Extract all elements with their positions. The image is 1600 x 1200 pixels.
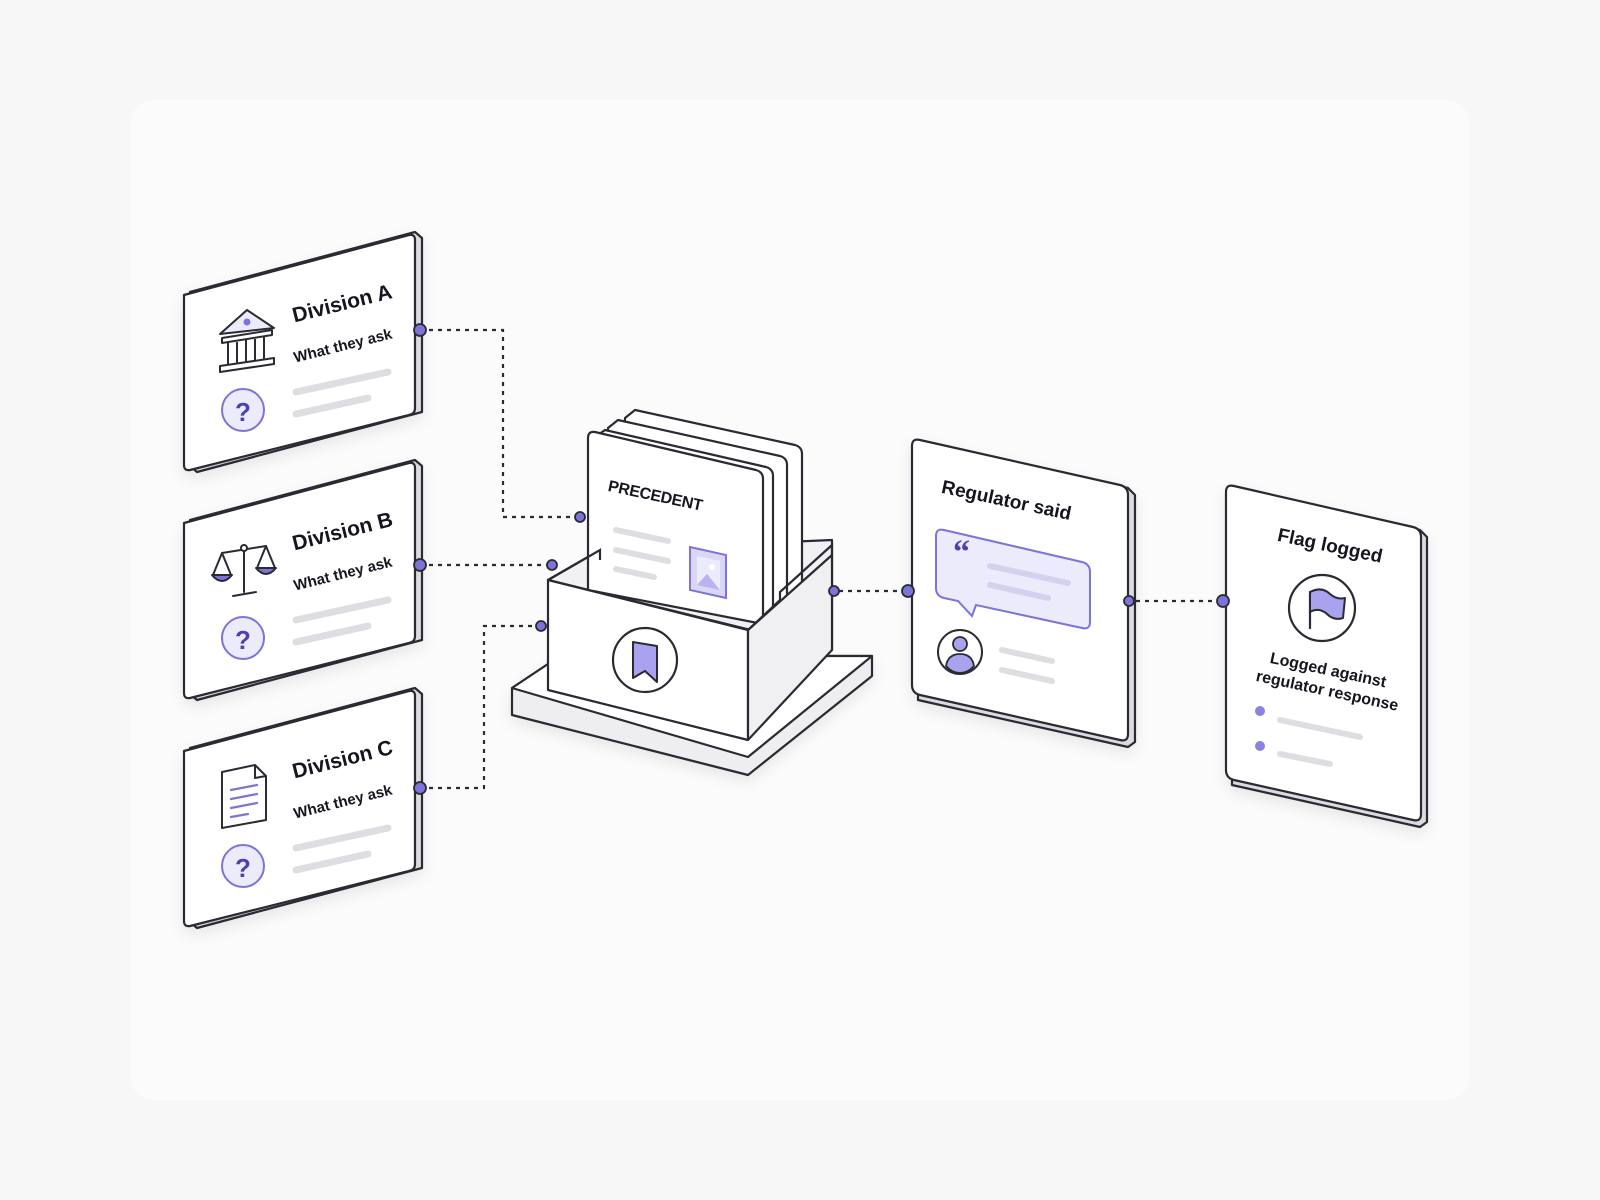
bank-icon	[219, 309, 275, 373]
flag-icon	[1287, 573, 1357, 643]
image-icon	[689, 545, 727, 600]
bookmark-icon	[611, 626, 679, 694]
svg-text:?: ?	[235, 853, 251, 883]
question-icon-b: ?	[221, 616, 265, 660]
question-icon-c: ?	[221, 844, 265, 888]
svg-text:“: “	[953, 534, 970, 571]
regulator-placeholder-lines	[999, 647, 1055, 684]
connector-division-a	[420, 328, 580, 519]
scales-icon	[211, 544, 277, 597]
division-placeholder-lines	[292, 368, 392, 874]
precedent-box	[510, 408, 874, 777]
flag-list-bullets	[1255, 706, 1363, 767]
svg-text:?: ?	[235, 397, 251, 427]
user-avatar-icon	[937, 629, 983, 675]
connectors	[420, 328, 1220, 790]
document-icon	[221, 764, 267, 829]
question-icon-a: ?	[221, 388, 265, 432]
connector-division-c	[420, 624, 541, 790]
svg-text:?: ?	[235, 625, 251, 655]
connector-dots	[413, 323, 1230, 795]
quote-icon: “	[935, 528, 1091, 630]
flag-card	[1224, 484, 1429, 829]
